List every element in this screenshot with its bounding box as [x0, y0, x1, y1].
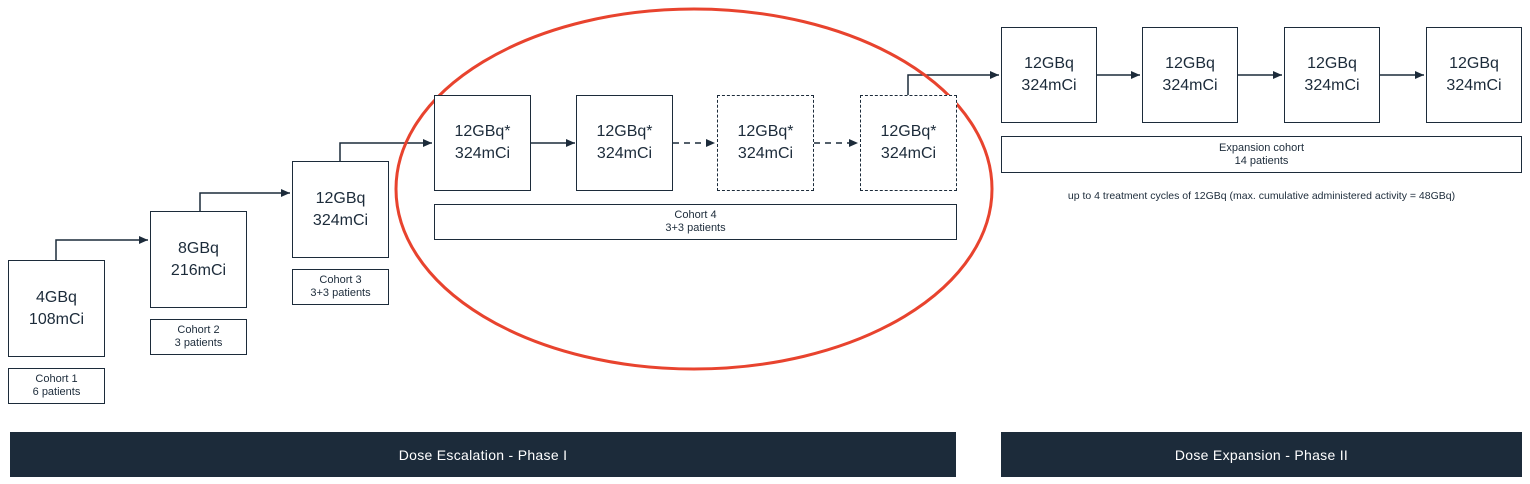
- cohort4-dose-box-2: 12GBq* 324mCi: [576, 95, 673, 191]
- highlight-circle: [394, 7, 994, 371]
- cohort-name: Cohort 1: [35, 373, 78, 385]
- dose-value: 12GBq: [1165, 55, 1215, 72]
- cohort-patients: 3+3 patients: [665, 222, 726, 234]
- cohort-name: Expansion cohort: [1219, 141, 1304, 154]
- dose-value: 12GBq: [1449, 55, 1499, 72]
- phase-banner-expansion: Dose Expansion - Phase II: [1001, 432, 1522, 477]
- activity-value: 324mCi: [454, 145, 511, 162]
- activity-value: 324mCi: [1021, 77, 1077, 94]
- dose-value: 12GBq: [1024, 55, 1074, 72]
- cohort-patients: 6 patients: [32, 386, 81, 398]
- activity-value: 324mCi: [737, 145, 794, 162]
- cohort-patients: 3+3 patients: [310, 287, 371, 299]
- cohort-patients: 14 patients: [1234, 154, 1289, 167]
- cohort-label-4: Cohort 4 3+3 patients: [434, 204, 957, 240]
- phase-banner-escalation: Dose Escalation - Phase I: [10, 432, 956, 477]
- dose-value: 12GBq: [1307, 55, 1357, 72]
- expansion-dose-box-3: 12GBq 324mCi: [1284, 27, 1380, 123]
- expansion-note: up to 4 treatment cycles of 12GBq (max. …: [1067, 190, 1456, 202]
- cohort4-dose-box-4: 12GBq* 324mCi: [860, 95, 957, 191]
- dose-value: 12GBq*: [880, 123, 937, 140]
- cohort-name: Cohort 2: [177, 324, 220, 336]
- expansion-dose-box-2: 12GBq 324mCi: [1142, 27, 1238, 123]
- step-arrow-1-2: [55, 236, 148, 260]
- dose-value: 4GBq: [36, 288, 77, 306]
- expansion-cohort-label: Expansion cohort 14 patients: [1001, 136, 1522, 173]
- cohort-label-2: Cohort 2 3 patients: [150, 319, 247, 355]
- dose-value: 12GBq*: [737, 123, 794, 140]
- activity-value: 324mCi: [1162, 77, 1218, 94]
- cohort-name: Cohort 4: [674, 209, 717, 221]
- activity-value: 108mCi: [28, 310, 85, 328]
- cohort-label-1: Cohort 1 6 patients: [8, 368, 105, 404]
- cohort-name: Cohort 3: [319, 274, 362, 286]
- expansion-dose-box-1: 12GBq 324mCi: [1001, 27, 1097, 123]
- dose-value: 8GBq: [178, 239, 219, 257]
- cohort4-dose-box-1: 12GBq* 324mCi: [434, 95, 531, 191]
- activity-value: 324mCi: [1304, 77, 1360, 94]
- activity-value: 324mCi: [1446, 77, 1502, 94]
- step-arrow-2-3: [199, 189, 290, 211]
- to-expansion-arrow: [907, 71, 999, 95]
- dose-box-step-1: 4GBq 108mCi: [8, 260, 105, 357]
- dose-box-step-3: 12GBq 324mCi: [292, 161, 389, 258]
- activity-value: 324mCi: [880, 145, 937, 162]
- activity-value: 324mCi: [312, 211, 369, 229]
- dose-value: 12GBq: [315, 189, 366, 207]
- dose-value: 12GBq*: [454, 123, 511, 140]
- expansion-dose-box-4: 12GBq 324mCi: [1426, 27, 1522, 123]
- cohort4-dose-box-3: 12GBq* 324mCi: [717, 95, 814, 191]
- dose-value: 12GBq*: [596, 123, 653, 140]
- dose-box-step-2: 8GBq 216mCi: [150, 211, 247, 308]
- cohort-label-3: Cohort 3 3+3 patients: [292, 269, 389, 305]
- step-arrow-3-4: [339, 139, 432, 161]
- activity-value: 324mCi: [596, 145, 653, 162]
- cohort-patients: 3 patients: [174, 337, 223, 349]
- activity-value: 216mCi: [170, 261, 227, 279]
